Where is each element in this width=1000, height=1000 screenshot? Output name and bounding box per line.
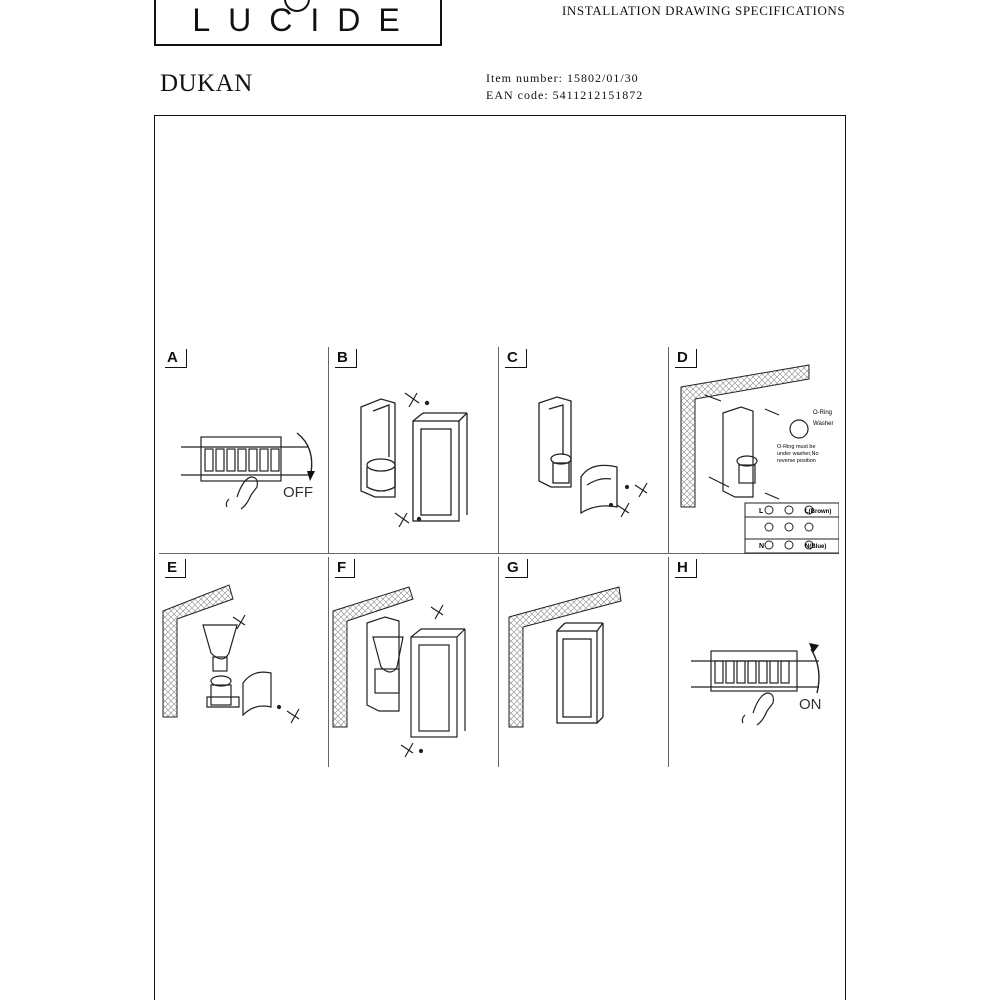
document-title: INSTALLATION DRAWING SPECIFICATIONS <box>562 3 846 18</box>
product-name: DUKAN <box>160 70 253 97</box>
step-f-panel: F <box>329 557 499 767</box>
fixture-open-illustration <box>360 392 468 528</box>
on-callout: ON <box>799 696 822 713</box>
step-label: D <box>675 349 697 368</box>
step-h-panel: H ON <box>669 557 839 767</box>
step-label: B <box>335 349 357 368</box>
oring-note-line3: reverse position <box>777 458 816 464</box>
step-b-panel: B <box>329 347 499 554</box>
drawing-frame <box>154 115 846 1000</box>
oring-label: O-Ring <box>813 410 832 416</box>
oring-note-line1: O-Ring must be <box>777 444 816 450</box>
step-a-panel: A OFF <box>159 347 329 554</box>
off-callout: OFF <box>283 484 313 501</box>
arrow-up-icon <box>809 643 819 653</box>
step-label: E <box>165 559 187 578</box>
step-label: G <box>505 559 528 578</box>
bulb-insert-illustration <box>162 584 300 724</box>
step-d-panel: D O-Ring Washer O-Ring must be under was… <box>669 347 839 554</box>
ean-code: EAN code: 5411212151872 <box>486 88 644 102</box>
step-g-panel: G <box>499 557 669 767</box>
cover-close-illustration <box>332 586 466 758</box>
wire-n-label: N <box>759 543 764 550</box>
screwdriver-icon <box>400 604 444 758</box>
item-number: Item number: 15802/01/30 <box>486 71 639 85</box>
product-meta: Item number: 15802/01/30 EAN code: 54112… <box>486 70 643 104</box>
wire-l-label: L <box>759 508 764 515</box>
step-e-panel: E <box>159 557 329 767</box>
mounting-plate-illustration <box>538 396 648 518</box>
screw-icon <box>608 482 648 518</box>
wire-l-color: L(Brown) <box>805 509 831 515</box>
step-label: H <box>675 559 697 578</box>
oring-note-line2: under washer,No <box>777 451 819 457</box>
step-c-panel: C <box>499 347 669 554</box>
logo-text: LUCIDE <box>192 2 418 38</box>
screwdriver-icon <box>232 614 300 724</box>
step-label: F <box>335 559 356 578</box>
mounted-fixture-illustration <box>508 586 622 728</box>
wire-n-color: N(Blue) <box>805 544 826 550</box>
wiring-illustration: O-Ring Washer O-Ring must be under washe… <box>680 364 839 554</box>
arrow-down-icon <box>307 471 315 481</box>
breaker-off-illustration: OFF <box>181 432 315 510</box>
screwdriver-icon <box>394 392 430 528</box>
step-label: A <box>165 349 187 368</box>
brand-logo: LUCIDE <box>154 0 442 46</box>
step-label: C <box>505 349 527 368</box>
breaker-on-illustration: ON <box>691 643 822 726</box>
washer-label: Washer <box>813 421 833 427</box>
